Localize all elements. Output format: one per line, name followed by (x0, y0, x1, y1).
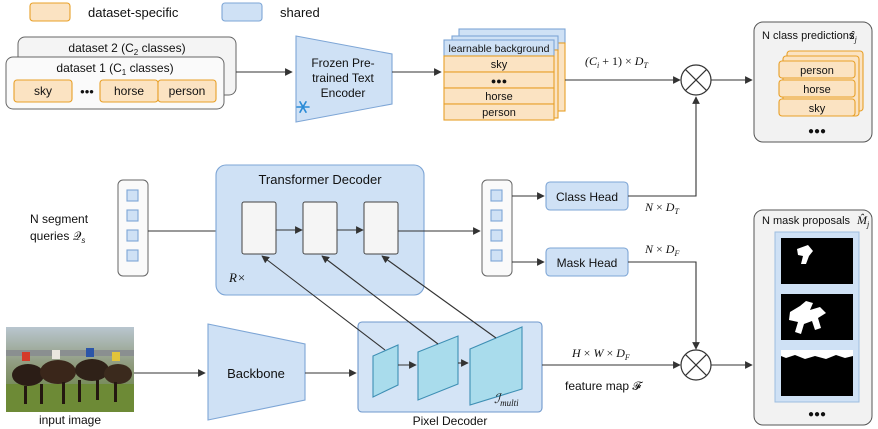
mask-proposals-symbol: M̂j (856, 213, 870, 229)
pixel-decoder-label: Pixel Decoder (413, 414, 488, 428)
snowflake-icon (296, 101, 310, 113)
embedding-row-background-label: learnable background (449, 43, 550, 55)
mask-head-dim: N × DF (644, 242, 679, 258)
mask-proposal-3 (781, 350, 853, 396)
class-prediction-horse (778, 79, 856, 98)
legend: dataset-specific shared (29, 2, 320, 22)
text-encoder-line1: Frozen Pre- (311, 56, 374, 70)
output-query-stack (481, 179, 513, 277)
arrow-plane2-to-layer2 (321, 255, 439, 345)
mask-proposals-ellipsis: ●●● (808, 409, 826, 420)
dataset1-title: dataset 1 (C1 classes) (56, 61, 173, 77)
dataset-class-sky (13, 79, 73, 103)
query-stack (117, 179, 149, 277)
embedding-row-person (443, 103, 555, 121)
text-encoder-shape (295, 35, 393, 123)
decoder-layer-1 (241, 201, 277, 255)
feature-plane-small (372, 344, 399, 398)
pixel-decoder: ℐmulti (357, 321, 543, 413)
dataset-class-person-label: person (169, 84, 206, 98)
feature-plane-large (469, 326, 523, 406)
input-image (6, 327, 134, 412)
legend-dataset-specific-label: dataset-specific (88, 5, 179, 20)
decoder-repeat-label: R× (228, 270, 246, 285)
class-prediction-person (778, 60, 856, 79)
arrow-mask-head-to-product (628, 261, 700, 350)
pixel-decoder-multi-label: ℐmulti (494, 391, 519, 408)
mask-head-label: Mask Head (557, 256, 618, 270)
transformer-decoder-title: Transformer Decoder (258, 172, 382, 187)
class-predictions-ellipsis: ●●● (808, 126, 826, 137)
embedding-row-ellipsis-label: ●●● (491, 76, 507, 86)
product-operator-top (680, 64, 712, 96)
transformer-decoder: Transformer Decoder R× (215, 164, 425, 296)
class-prediction-horse-label: horse (803, 84, 831, 96)
mask-proposals-title: N mask proposals (762, 215, 851, 227)
text-encoder-line3: Encoder (321, 86, 366, 100)
class-head-dim: N × DT (644, 200, 679, 216)
embedding-dim-label: (Ci + 1) × DT (585, 54, 648, 70)
class-head-label: Class Head (556, 190, 618, 204)
text-encoder-line2: trained Text (312, 71, 374, 85)
class-predictions-symbol: ẑj (849, 28, 858, 44)
dataset-cards: dataset 2 (C2 classes) dataset 1 (C1 cla… (5, 36, 237, 110)
legend-shared-label: shared (280, 5, 320, 20)
class-prediction-sky-label: sky (809, 103, 826, 115)
arrow-class-head-to-product (628, 96, 700, 197)
arrow-plane3-to-layer3 (381, 255, 497, 339)
embedding-stack: learnable background sky ●●● horse perso… (443, 28, 566, 121)
backbone-label: Backbone (227, 366, 285, 381)
class-prediction-person-label: person (800, 65, 834, 77)
dataset-class-person (157, 79, 217, 103)
dataset-class-ellipsis: ••• (80, 84, 94, 99)
feature-map-dim: H × W × DF (571, 346, 630, 362)
class-prediction-sky (778, 98, 856, 117)
arrow-plane1-to-layer1 (261, 255, 386, 351)
dataset-class-sky-label: sky (34, 84, 52, 98)
input-image-label: input image (39, 413, 101, 427)
dataset-class-horse-label: horse (114, 84, 144, 98)
decoder-layer-2 (302, 201, 338, 255)
feature-plane-medium (417, 335, 459, 401)
mask-proposal-1 (781, 238, 853, 284)
embedding-row-person-label: person (482, 107, 516, 119)
legend-blue-swatch (221, 2, 263, 22)
decoder-layer-3 (363, 201, 399, 255)
queries-label-line1: N segment (30, 212, 89, 226)
legend-orange-swatch (29, 2, 71, 22)
embedding-row-sky-label: sky (491, 59, 508, 71)
mask-proposals-panel: N mask proposals M̂j ●●● (753, 209, 873, 426)
class-predictions-panel: N class predictions ẑj person horse sky … (753, 21, 873, 143)
class-predictions-title: N class predictions (762, 30, 855, 42)
queries-label-line2: queries 𝒬s (30, 229, 85, 245)
dataset2-title: dataset 2 (C2 classes) (68, 41, 185, 57)
backbone (207, 323, 306, 421)
text-encoder: Frozen Pre- trained Text Encoder (295, 35, 393, 123)
product-operator-bottom (680, 349, 712, 381)
feature-map-label: feature map 𝓕 (565, 379, 643, 393)
embedding-row-horse-label: horse (485, 91, 513, 103)
